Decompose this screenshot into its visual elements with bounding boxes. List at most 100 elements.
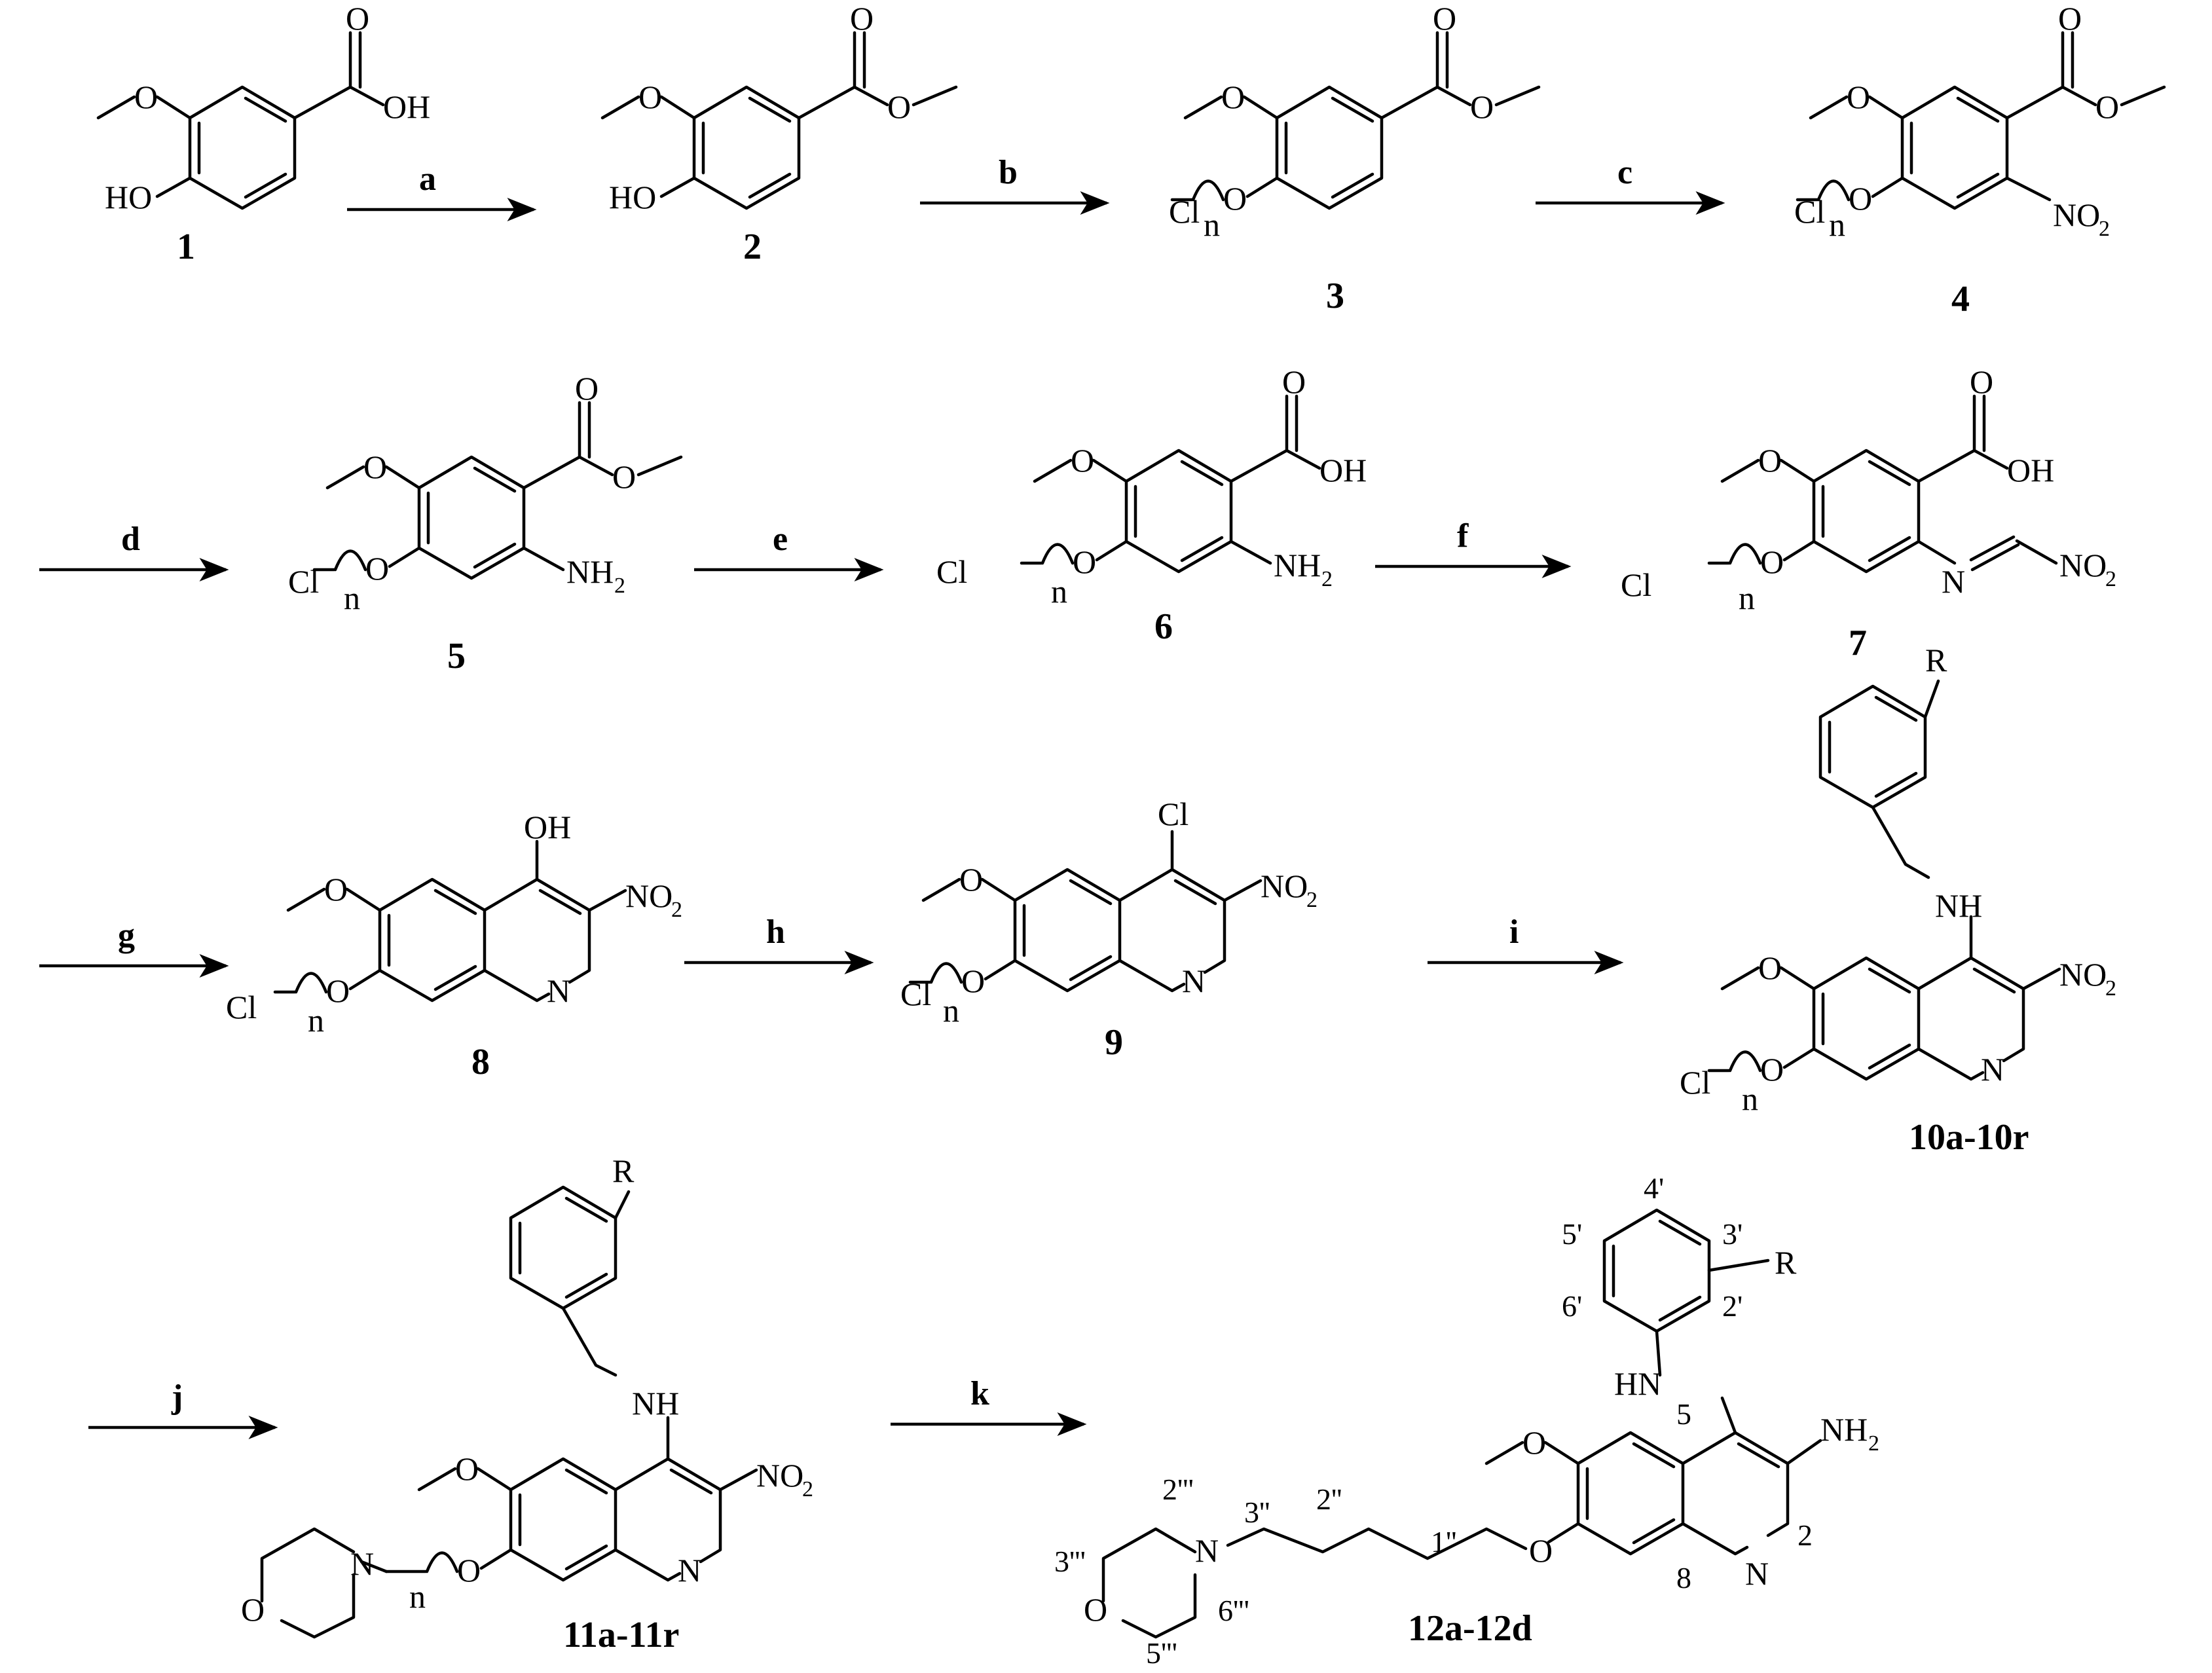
ring-nitrogen: N [678,1552,701,1589]
oxygen-atom: O [1073,543,1096,580]
reagent-label-d: d [121,521,140,558]
oxygen-atom: O [959,861,983,898]
reagent-label-a: a [419,160,436,198]
oxygen-atom: O [1758,949,1782,986]
ring-nitrogen: N [547,972,570,1009]
chain-length-n: n [943,992,959,1029]
chlorine-atom: Cl [1158,796,1189,832]
oxygen-atom: O [2058,0,2082,37]
oxygen-atom: O [1071,442,1094,479]
compound-label-5: 5 [447,636,466,676]
reagent-label-j: j [171,1378,183,1416]
amine-group: NH [1935,887,1982,924]
position-label: 3''' [1054,1545,1086,1578]
compound-label-6: 6 [1154,606,1173,647]
chain-length-n: n [1739,579,1755,616]
chlorine-atom: Cl [1794,193,1825,230]
chain-length-n: n [1204,206,1220,243]
reagent-label-g: g [118,917,135,954]
compound-label-12: 12a-12d [1408,1608,1532,1649]
reaction-arrow-a: a [347,160,537,221]
compound-4: O O O O Cl n NO 2 4 [1794,0,2166,320]
oxygen-atom: O [1847,79,1870,115]
chain-length-n: n [409,1578,426,1615]
position-label: 8 [1676,1561,1691,1594]
hydroxyl-label: OH [383,88,430,125]
compound-1: O O OH HO 1 [96,0,430,267]
chain-length-n: n [344,579,360,616]
compound-label-10: 10a-10r [1909,1117,2029,1158]
ring-nitrogen: N [1745,1555,1769,1592]
oxygen-atom: O [134,79,158,115]
oxygen-atom: O [324,871,348,908]
compound-label-11: 11a-11r [563,1615,679,1655]
amine-group: NH [1820,1411,1868,1448]
substituent-r: R [1925,642,1947,678]
reaction-arrow-g: g [39,917,229,978]
position-label: 2' [1722,1289,1742,1323]
reaction-arrow-j: j [88,1378,278,1439]
chlorine-atom: Cl [1621,566,1651,603]
reaction-arrow-d: d [39,521,229,581]
oxygen-atom: O [575,370,599,407]
oxygen-atom: O [2095,88,2119,125]
compound-label-1: 1 [177,227,195,267]
compound-label-7: 7 [1849,623,1867,663]
reagent-label-f: f [1457,517,1469,555]
amine-group: NH [632,1385,679,1422]
position-label: 5 [1676,1397,1691,1431]
compound-2: O O O HO 2 [600,0,958,267]
nitro-subscript: 2 [1306,888,1318,912]
compound-label-2: 2 [743,227,762,267]
nitro-group: NO [625,877,673,914]
position-label: 3' [1722,1217,1742,1251]
compound-label-8: 8 [471,1042,490,1082]
morpholine-nitrogen: N [1195,1532,1219,1569]
hydroxyl-label: OH [1319,452,1367,488]
compound-5: O O O O Cl n NH 2 5 [288,370,683,676]
ring-nitrogen: N [1182,963,1206,999]
substituent-r: R [1775,1244,1797,1281]
compound-9: Cl O O Cl n N NO 2 9 [900,796,1318,1063]
reaction-arrow-i: i [1428,913,1624,974]
reagent-label-h: h [766,913,785,951]
nitro-group: NO [756,1457,803,1494]
compound-3: O O O O Cl n 3 [1169,0,1541,316]
chain-length-n: n [1829,206,1845,243]
compound-label-3: 3 [1326,276,1344,316]
oxygen-atom: O [1522,1424,1546,1461]
chain-length-n: n [1742,1080,1758,1117]
reaction-arrow-f: f [1375,517,1572,578]
nitro-group: NO [2059,956,2107,993]
oxygen-atom: O [326,972,350,1009]
nitro-group: NO [1261,868,1308,904]
morpholine-oxygen: O [241,1591,265,1628]
chain-length-n: n [308,1002,324,1039]
compound-12: R HN NH 2 O O N O N 4' 5' 3' 6' 2' 5 2 8… [1054,1171,1879,1670]
position-label: 6' [1562,1289,1582,1323]
oxygen-atom: O [887,88,911,125]
position-label: 2'' [1316,1482,1342,1516]
reagent-label-c: c [1617,154,1632,191]
oxygen-atom: O [1221,79,1245,115]
oxygen-atom: O [961,963,985,999]
chlorine-atom: Cl [936,553,967,590]
reaction-arrow-b: b [920,154,1110,215]
oxygen-atom: O [1760,1051,1784,1088]
reagent-label-b: b [999,154,1018,191]
position-label: 4' [1644,1171,1664,1205]
amine-subscript: 2 [1321,567,1333,591]
nitro-subscript: 2 [671,898,682,922]
nitro-subscript: 2 [802,1477,813,1501]
chlorine-atom: Cl [900,976,931,1012]
compound-10: R NH O O Cl n N NO 2 10a-10r [1680,642,2116,1158]
imine-nitrogen: N [1942,563,1965,600]
chlorine-atom: Cl [288,563,319,600]
chlorine-atom: Cl [226,989,257,1025]
position-label: 2''' [1162,1473,1194,1506]
morpholine-oxygen: O [1084,1591,1107,1628]
substituent-r: R [612,1152,635,1189]
oxygen-atom: O [457,1552,481,1589]
nitro-subscript: 2 [2105,976,2116,1001]
